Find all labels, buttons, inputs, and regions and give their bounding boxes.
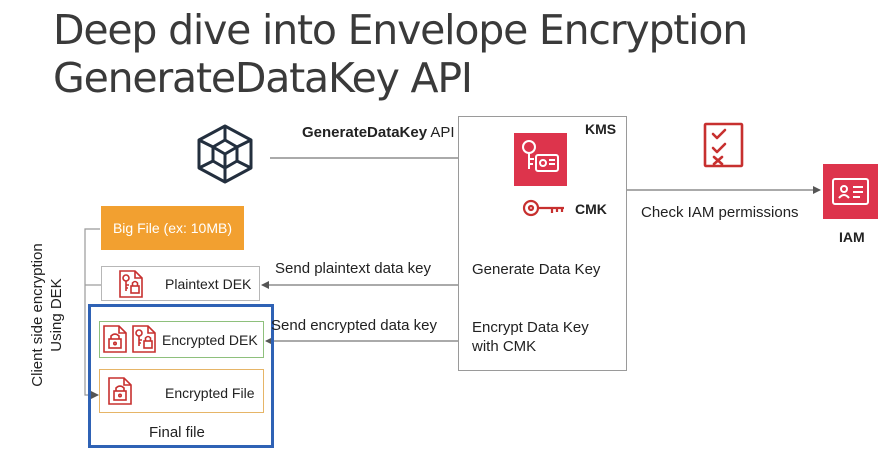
encrypted-file-label: Encrypted File xyxy=(165,385,255,401)
client-cube-icon xyxy=(197,124,253,184)
iam-label: IAM xyxy=(839,229,865,245)
kms-step-encrypt-line2: with CMK xyxy=(472,338,537,355)
encrypted-lock-doc-icon xyxy=(103,325,127,353)
encrypted-key-doc-icon xyxy=(132,325,156,353)
encrypted-dek-label: Encrypted DEK xyxy=(162,332,258,348)
slide-title: Deep dive into Envelope Encryption xyxy=(53,6,748,54)
plaintext-key-doc-icon xyxy=(119,270,143,298)
final-file-label: Final file xyxy=(149,424,205,441)
api-call-label: GenerateDataKey API xyxy=(302,124,455,141)
cmk-key-icon xyxy=(522,199,564,217)
send-plaintext-label: Send plaintext data key xyxy=(275,260,431,277)
send-encrypted-label: Send encrypted data key xyxy=(271,317,437,334)
final-file-container xyxy=(88,304,274,448)
plaintext-dek-box xyxy=(101,266,260,301)
iam-permissions-checklist-icon xyxy=(703,122,744,168)
client-bracket-line xyxy=(84,228,100,399)
kms-step-generate: Generate Data Key xyxy=(472,261,601,278)
kms-label: KMS xyxy=(585,121,617,137)
check-iam-label: Check IAM permissions xyxy=(641,204,799,221)
big-file-box: Big File (ex: 10MB) xyxy=(101,206,244,250)
plaintext-dek-label: Plaintext DEK xyxy=(165,276,252,292)
kms-key-icon xyxy=(514,133,567,186)
iam-id-card-icon xyxy=(823,164,878,219)
kms-step-encrypt-line1: Encrypt Data Key xyxy=(472,319,589,336)
slide-subtitle: GenerateDataKey API xyxy=(53,54,473,102)
cmk-label: CMK xyxy=(575,201,607,217)
encrypted-file-lock-icon xyxy=(108,377,132,405)
